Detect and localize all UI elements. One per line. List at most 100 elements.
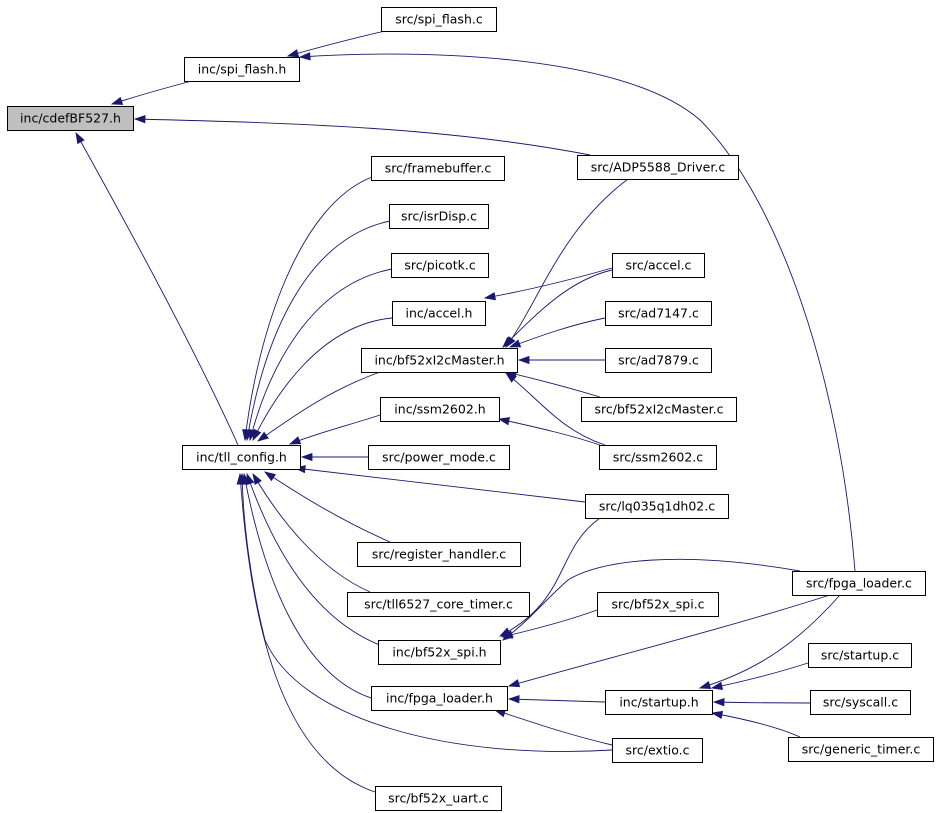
arrowhead bbox=[507, 695, 520, 704]
node-generic-timer-c[interactable]: src/generic_timer.c bbox=[788, 737, 934, 762]
node-box bbox=[184, 57, 300, 82]
node-label: inc/ssm2602.h bbox=[394, 402, 485, 417]
edge-syscall_c-to-startup_h bbox=[712, 698, 811, 707]
edge-line bbox=[257, 371, 381, 442]
node-picotk-c[interactable]: src/picotk.c bbox=[391, 253, 489, 278]
node-box bbox=[381, 7, 497, 32]
node-startup-c[interactable]: src/startup.c bbox=[808, 643, 912, 668]
node-label: inc/accel.h bbox=[406, 306, 473, 321]
edge-tll_config_h-to-cdef bbox=[75, 131, 239, 446]
edge-line bbox=[484, 267, 613, 299]
node-cdef[interactable]: inc/cdefBF527.h bbox=[7, 106, 134, 131]
node-box bbox=[810, 690, 911, 715]
node-spi-flash-h[interactable]: inc/spi_flash.h bbox=[184, 57, 300, 82]
node-ssm2602-c[interactable]: src/ssm2602.c bbox=[599, 445, 717, 470]
node-label: src/ad7147.c bbox=[618, 306, 699, 321]
edge-register_handler_c-to-tll_config_h bbox=[264, 471, 391, 543]
node-label: src/lq035q1dh02.c bbox=[599, 499, 715, 514]
node-label: src/bf52x_spi.c bbox=[611, 597, 704, 612]
node-tll-config-h[interactable]: inc/tll_config.h bbox=[182, 445, 301, 470]
edge-line bbox=[494, 709, 613, 746]
node-bf52xi2cmaster-c[interactable]: src/bf52xI2cMaster.c bbox=[581, 397, 737, 422]
node-extio-c[interactable]: src/extio.c bbox=[612, 738, 703, 763]
edge-line bbox=[713, 701, 811, 704]
edge-line bbox=[505, 372, 606, 446]
edge-line bbox=[246, 473, 386, 648]
edge-line bbox=[264, 471, 391, 543]
node-label: src/power_mode.c bbox=[382, 450, 496, 465]
arrowhead bbox=[517, 355, 530, 365]
edge-bf52xi2cmaster_h-to-tll_config_h bbox=[257, 371, 381, 442]
node-spi-flash-c[interactable]: src/spi_flash.c bbox=[381, 7, 497, 32]
node-box bbox=[347, 592, 530, 617]
edge-line bbox=[498, 418, 601, 446]
node-box bbox=[788, 737, 934, 762]
edge-ssm2602_c-to-ssm2602_h bbox=[497, 417, 601, 446]
node-label: src/syscall.c bbox=[823, 695, 898, 710]
node-bf52x-spi-c[interactable]: src/bf52x_spi.c bbox=[597, 592, 719, 617]
edge-line bbox=[509, 317, 606, 348]
node-box bbox=[605, 690, 713, 715]
edge-line bbox=[501, 609, 598, 638]
node-bf52x-uart-c[interactable]: src/bf52x_uart.c bbox=[375, 786, 502, 811]
node-label: src/tll6527_core_timer.c bbox=[364, 597, 513, 612]
node-core-timer-c[interactable]: src/tll6527_core_timer.c bbox=[347, 592, 530, 617]
node-box bbox=[368, 445, 510, 470]
edge-line bbox=[502, 269, 613, 348]
edge-ad7147_c-to-bf52xi2cmaster_h bbox=[508, 317, 606, 348]
node-lq035-c[interactable]: src/lq035q1dh02.c bbox=[585, 494, 729, 519]
node-accel-h[interactable]: inc/accel.h bbox=[392, 301, 486, 326]
edge-ssm2602_c-to-bf52xi2cmaster_h bbox=[505, 372, 606, 446]
node-adp5588-c[interactable]: src/ADP5588_Driver.c bbox=[577, 155, 739, 180]
node-ad7879-c[interactable]: src/ad7879.c bbox=[605, 348, 712, 373]
graph-edges bbox=[75, 30, 856, 793]
edge-line bbox=[246, 220, 391, 441]
arrowhead bbox=[264, 471, 276, 482]
arrowhead bbox=[236, 472, 245, 485]
node-ad7147-c[interactable]: src/ad7147.c bbox=[605, 301, 712, 326]
node-label: src/accel.c bbox=[626, 258, 692, 273]
node-isrdisp-c[interactable]: src/isrDisp.c bbox=[389, 204, 489, 229]
arrowhead bbox=[252, 428, 262, 442]
node-bf52xi2cmaster-h[interactable]: inc/bf52xI2cMaster.h bbox=[361, 348, 518, 373]
arrowhead bbox=[300, 452, 313, 462]
node-accel-c[interactable]: src/accel.c bbox=[612, 253, 705, 278]
node-label: src/ad7879.c bbox=[618, 353, 699, 368]
node-box bbox=[389, 204, 489, 229]
edge-power_mode_c-to-tll_config_h bbox=[300, 452, 369, 462]
node-power-mode-c[interactable]: src/power_mode.c bbox=[368, 445, 510, 470]
node-box bbox=[581, 397, 737, 422]
arrowhead bbox=[505, 372, 517, 383]
node-startup-h[interactable]: inc/startup.h bbox=[605, 690, 713, 715]
node-ssm2602-h[interactable]: inc/ssm2602.h bbox=[380, 397, 500, 422]
node-label: src/ssm2602.c bbox=[613, 450, 703, 465]
edge-bf52x_uart_c-to-tll_config_h bbox=[236, 472, 376, 793]
node-label: inc/cdefBF527.h bbox=[20, 111, 121, 126]
edge-core_timer_c-to-tll_config_h bbox=[252, 472, 371, 593]
arrowhead bbox=[133, 115, 146, 124]
edge-line bbox=[241, 473, 613, 752]
node-box bbox=[371, 686, 508, 711]
node-register-handler-c[interactable]: src/register_handler.c bbox=[357, 542, 521, 567]
edge-line bbox=[699, 594, 841, 689]
node-label: inc/spi_flash.h bbox=[198, 62, 287, 77]
node-bf52x-spi-h[interactable]: inc/bf52x_spi.h bbox=[378, 640, 501, 665]
node-label: src/isrDisp.c bbox=[401, 209, 477, 224]
edge-generic_timer_c-to-startup_h bbox=[710, 710, 801, 738]
node-fpga-loader-h[interactable]: inc/fpga_loader.h bbox=[371, 686, 508, 711]
edge-line bbox=[508, 698, 606, 703]
node-box bbox=[577, 155, 739, 180]
node-box bbox=[392, 301, 486, 326]
arrowhead bbox=[257, 431, 269, 442]
edge-fpga_loader_c-to-bf52x_spi_h bbox=[502, 558, 801, 641]
arrowhead bbox=[75, 131, 85, 145]
node-fpga-loader-c[interactable]: src/fpga_loader.c bbox=[792, 571, 926, 596]
node-box bbox=[612, 253, 705, 278]
node-framebuffer-c[interactable]: src/framebuffer.c bbox=[371, 156, 505, 181]
edge-adp5588_c-to-cdef bbox=[133, 115, 591, 156]
node-box bbox=[7, 106, 134, 131]
edge-line bbox=[249, 268, 393, 441]
edge-ssm2602_h-to-tll_config_h bbox=[288, 414, 381, 445]
node-syscall-c[interactable]: src/syscall.c bbox=[810, 690, 911, 715]
edge-line bbox=[299, 53, 856, 572]
